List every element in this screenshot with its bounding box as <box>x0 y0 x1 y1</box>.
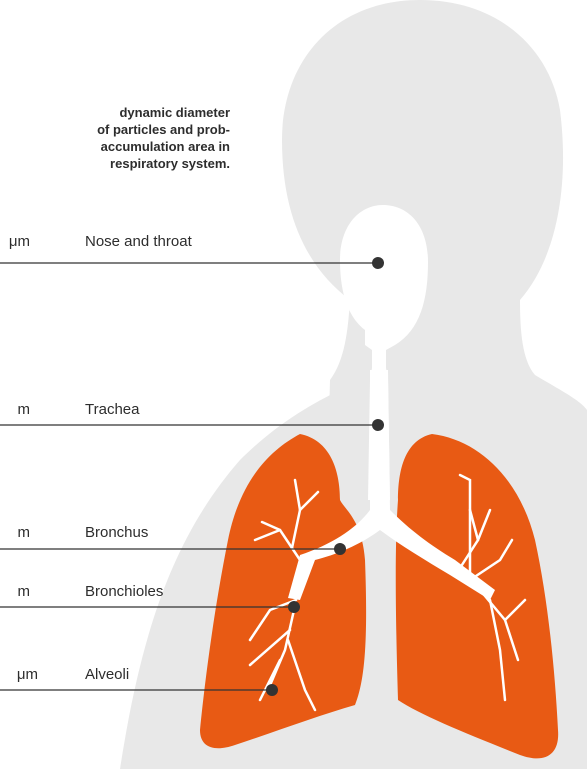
region-bronchioles: Bronchioles <box>85 583 163 600</box>
size-alveoli: μm <box>8 666 38 683</box>
size-trachea: m <box>0 401 30 418</box>
dot-nose <box>372 257 384 269</box>
size-bronchioles: m <box>0 583 30 600</box>
region-nose-throat: Nose and throat <box>85 233 192 250</box>
dot-bronchus <box>334 543 346 555</box>
size-bronchus: m <box>0 524 30 541</box>
region-trachea: Trachea <box>85 401 139 418</box>
region-alveoli: Alveoli <box>85 666 129 683</box>
dot-bronchioles <box>288 601 300 613</box>
size-nose: μm <box>0 233 30 250</box>
dot-trachea <box>372 419 384 431</box>
diagram-caption: dynamic diameter of particles and prob- … <box>0 104 230 172</box>
dot-alveoli <box>266 684 278 696</box>
region-bronchus: Bronchus <box>85 524 148 541</box>
